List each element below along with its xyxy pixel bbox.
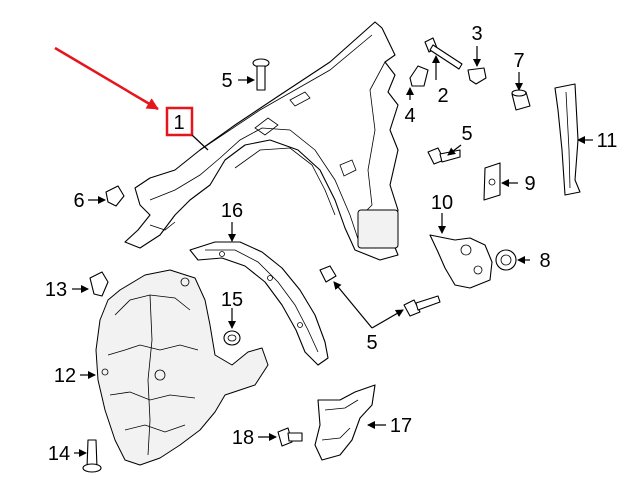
callout-6: 6 — [73, 190, 84, 212]
clip-bracket-part — [483, 162, 501, 201]
callout-4: 4 — [404, 105, 415, 127]
bolt-5-lower-b — [403, 295, 441, 317]
bolt-5-lower-a — [319, 265, 337, 283]
fender-part — [124, 21, 399, 261]
bolt-2 — [424, 37, 463, 70]
highlight-box — [165, 106, 194, 137]
hinge-bracket-part — [429, 234, 493, 289]
callout-8: 8 — [539, 250, 550, 272]
highlight-arrow — [54, 46, 159, 111]
clip-3 — [467, 67, 487, 85]
callout-5-mid: 5 — [461, 123, 472, 145]
splash-shield-part — [95, 269, 269, 466]
callout-14: 14 — [48, 443, 70, 465]
clip-6 — [105, 185, 125, 207]
arch-liner-part — [189, 241, 329, 366]
nut-15 — [223, 330, 241, 346]
bracket-part — [314, 384, 376, 461]
callout-7: 7 — [513, 50, 524, 72]
leader-lines — [72, 46, 593, 457]
callout-16: 16 — [221, 200, 243, 222]
clip-13 — [89, 271, 109, 297]
nut-7 — [511, 89, 531, 111]
callout-10: 10 — [431, 192, 453, 214]
callout-3: 3 — [471, 23, 482, 45]
callout-9: 9 — [524, 173, 535, 195]
bolt-5-top — [252, 58, 270, 91]
callout-5-top: 5 — [221, 70, 232, 92]
bolt-14 — [82, 439, 102, 473]
callout-5-lower: 5 — [366, 332, 377, 354]
callout-1: 1 — [173, 112, 184, 134]
callout-11: 11 — [597, 130, 618, 152]
bolt-18 — [277, 427, 303, 447]
bolt-5-mid — [427, 147, 461, 165]
callout-17: 17 — [390, 415, 412, 437]
clip-4 — [409, 65, 429, 87]
callout-13: 13 — [45, 279, 67, 301]
seal-strip-part — [554, 83, 581, 196]
callout-12: 12 — [54, 365, 76, 387]
callout-18: 18 — [232, 427, 254, 449]
clip-8 — [495, 249, 517, 271]
callout-15: 15 — [221, 289, 243, 311]
callout-2: 2 — [437, 85, 448, 107]
